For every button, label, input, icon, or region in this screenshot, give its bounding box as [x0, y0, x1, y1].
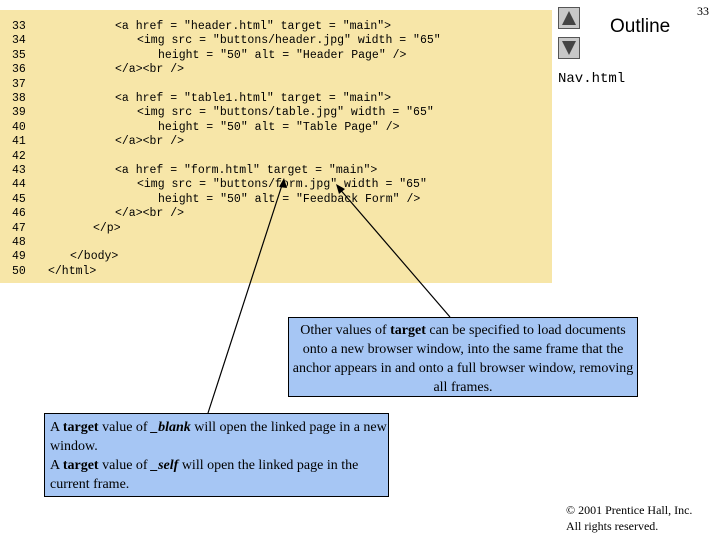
code-line: 34 <img src = "buttons/header.jpg" width … — [0, 34, 552, 48]
line-number: 49 — [12, 250, 26, 264]
code-text: </html> — [48, 264, 97, 278]
line-number: 47 — [12, 221, 26, 235]
callout-value: _blank — [151, 420, 191, 435]
line-number: 48 — [12, 236, 26, 249]
slide-number: 33 — [697, 4, 709, 18]
code-text: height = "50" alt = "Header Page" /> — [158, 48, 407, 62]
target-callout-arrow — [337, 186, 451, 318]
code-line: 40 height = "50" alt = "Table Page" /> — [0, 121, 552, 135]
line-number: 42 — [12, 149, 26, 163]
callout-text: A — [50, 420, 63, 435]
line-number: 44 — [12, 178, 26, 192]
line-number: 45 — [12, 192, 26, 206]
code-line: 35 height = "50" alt = "Header Page" /> — [0, 49, 552, 63]
line-number: 36 — [12, 63, 26, 77]
copyright-line: All rights reserved. — [566, 519, 659, 533]
callout-text: will open the linked page in the current… — [50, 458, 359, 492]
code-text: </body> — [70, 250, 119, 264]
code-line: 37 — [0, 78, 552, 92]
copyright: © 2001 Prentice Hall, Inc. All rights re… — [566, 502, 692, 534]
arrow-down-icon — [562, 41, 576, 55]
line-number: 35 — [12, 48, 26, 62]
code-line: 50 </html> — [0, 265, 552, 279]
code-text: </a><br /> — [115, 63, 185, 77]
callout-text: value of — [98, 420, 152, 435]
code-line: 36 </a><br /> — [0, 63, 552, 77]
code-line: 48 — [0, 236, 552, 250]
callout-keyword: target — [62, 458, 99, 473]
callout-text: will open the linked page in a new windo… — [50, 420, 387, 454]
code-text: height = "50" alt = "Feedback Form" /> — [158, 192, 421, 206]
code-line: 45 height = "50" alt = "Feedback Form" /> — [0, 193, 552, 207]
code-text: </p> — [93, 221, 121, 235]
code-line: 47 </p> — [0, 222, 552, 236]
previous-slide-button[interactable] — [558, 7, 580, 29]
code-line: 41 </a><br /> — [0, 135, 552, 149]
callout-value: _self — [151, 458, 179, 473]
code-text: <img src = "buttons/header.jpg" width = … — [137, 34, 441, 48]
blank-arrowhead — [279, 178, 287, 188]
code-line: 49 </body> — [0, 250, 552, 264]
target-values-callout: Other values of target can be specified … — [288, 317, 638, 397]
code-line: 33 <a href = "header.html" target = "main… — [0, 20, 552, 34]
code-text: <a href = "table1.html" target = "main"> — [115, 92, 392, 105]
blank-callout-arrow — [207, 181, 284, 414]
callout-text: A — [50, 458, 63, 473]
code-line: 38 <a href = "table1.html" target = "main… — [0, 92, 552, 106]
code-panel — [0, 10, 552, 283]
next-slide-button[interactable] — [558, 37, 580, 59]
line-number: 37 — [12, 77, 26, 91]
line-number: 43 — [12, 164, 26, 177]
callout-keyword: target — [390, 323, 426, 338]
blank-self-callout: A target value of _blank will open the l… — [44, 413, 389, 497]
callout-text: value of — [98, 458, 152, 473]
code-text: <img src = "buttons/form.jpg" width = "6… — [137, 178, 427, 192]
code-text: <a href = "form.html" target = "main"> — [115, 164, 378, 177]
line-number: 50 — [12, 264, 26, 278]
copyright-line: © 2001 Prentice Hall, Inc. — [566, 503, 693, 517]
code-line: 44 <img src = "buttons/form.jpg" width = … — [0, 178, 552, 192]
code-line: 39 <img src = "buttons/table.jpg" width =… — [0, 106, 552, 120]
callout-text: Other values of — [300, 323, 391, 338]
code-text: </a><br /> — [115, 135, 185, 149]
line-number: 46 — [12, 207, 26, 221]
code-text: <a href = "header.html" target = "main"> — [115, 20, 392, 33]
callout-keyword: target — [62, 420, 99, 435]
code-text: height = "50" alt = "Table Page" /> — [158, 120, 400, 134]
line-number: 34 — [12, 34, 26, 48]
line-number: 38 — [12, 92, 26, 105]
code-text: </a><br /> — [115, 207, 185, 221]
line-number: 41 — [12, 135, 26, 149]
line-number: 33 — [12, 20, 26, 33]
outline-title: Outline — [610, 16, 671, 37]
code-text: <img src = "buttons/table.jpg" width = "… — [137, 106, 434, 120]
code-line: 46 </a><br /> — [0, 207, 552, 221]
target-arrowhead — [336, 184, 345, 194]
code-line: 42 — [0, 150, 552, 164]
code-line: 43 <a href = "form.html" target = "main"> — [0, 164, 552, 178]
callout-text: can be specified to load documents onto … — [292, 323, 634, 395]
line-number: 40 — [12, 120, 26, 134]
line-number: 39 — [12, 106, 26, 120]
file-name: Nav.html — [558, 71, 626, 87]
arrow-up-icon — [562, 11, 576, 25]
